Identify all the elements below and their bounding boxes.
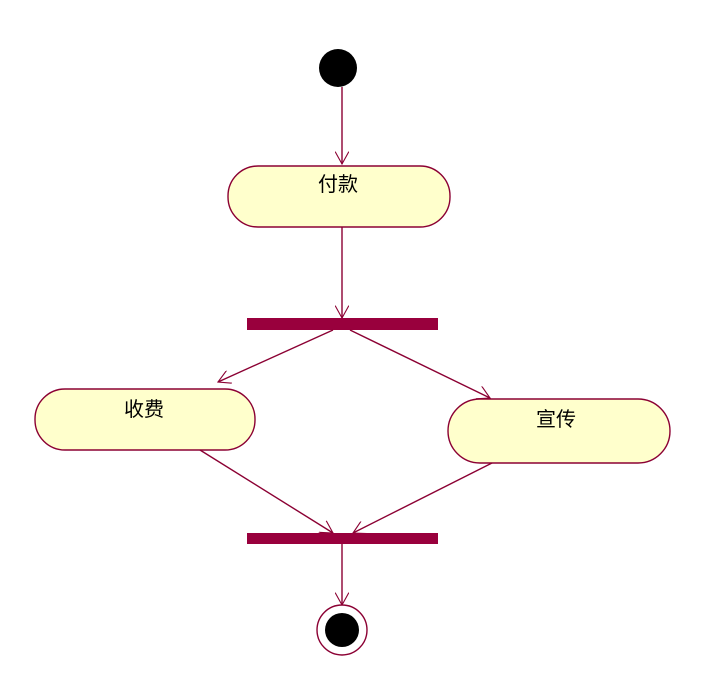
final-node — [316, 604, 368, 656]
activity-pay[interactable] — [227, 165, 451, 228]
join-bar — [247, 533, 438, 544]
initial-node — [319, 49, 357, 87]
activity-charge[interactable] — [34, 388, 256, 451]
activity-charge-label: 收费 — [124, 397, 164, 421]
activity-pay-label: 付款 — [318, 172, 358, 196]
edge-fork-to-promote — [349, 329, 490, 398]
activity-promote-label: 宣传 — [536, 407, 576, 431]
fork-bar — [247, 318, 438, 330]
edge-promote-to-join — [353, 462, 493, 533]
edge-fork-to-charge — [218, 329, 334, 382]
activity-promote[interactable] — [447, 398, 671, 464]
edge-charge-to-join — [199, 449, 333, 533]
